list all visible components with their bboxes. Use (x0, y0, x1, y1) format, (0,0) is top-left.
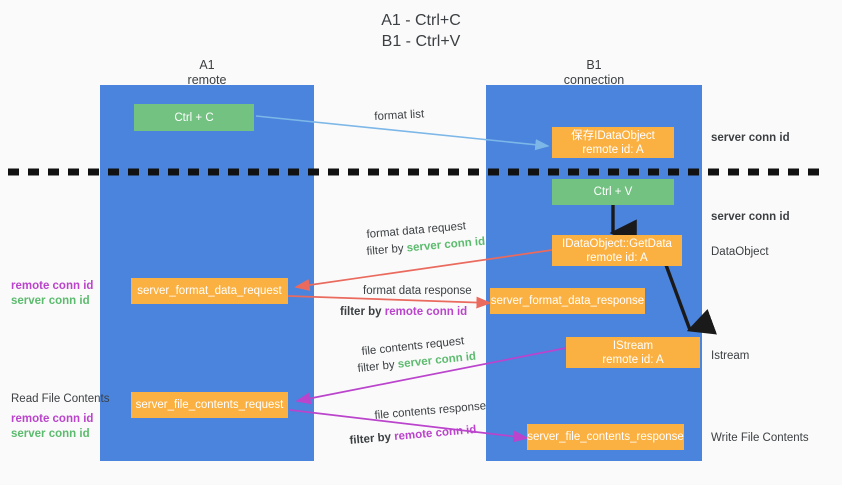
label-file-contents-response-filter: filter by remote conn id (349, 423, 477, 449)
filter-by-text-4: filter by (349, 431, 392, 447)
remote-conn-id-inline-1: remote conn id (384, 306, 468, 318)
box-save-idataobject[interactable]: 保存IDataObject remote id: A (552, 127, 674, 158)
filter-by-text-2: filter by (340, 306, 382, 318)
right-label-write-file-contents: Write File Contents (711, 432, 809, 444)
left-label-server-conn-id-1: server conn id (11, 295, 90, 307)
box-ctrl-v[interactable]: Ctrl + V (552, 179, 674, 205)
box-istream-line2: remote id: A (602, 353, 664, 366)
box-idataobject-getdata-line1: IDataObject::GetData (562, 237, 672, 250)
box-server-format-data-response[interactable]: server_format_data_response (490, 288, 645, 314)
filter-by-text-3: filter by (357, 359, 396, 375)
box-server-file-contents-response[interactable]: server_file_contents_response (527, 424, 684, 450)
box-save-idataobject-line2: remote id: A (582, 143, 644, 156)
box-server-format-data-request[interactable]: server_format_data_request (131, 278, 288, 304)
box-server-file-contents-response-line1: server_file_contents_response (527, 431, 684, 443)
label-format-list: format list (374, 107, 425, 125)
label-file-contents-response-text: file contents response (374, 400, 487, 422)
column-a1-name: A1 (199, 58, 215, 72)
box-server-file-contents-request[interactable]: server_file_contents_request (131, 392, 288, 418)
label-format-data-response: format data response (363, 284, 472, 299)
left-label-remote-conn-id-2: remote conn id (11, 413, 94, 425)
remote-conn-id-inline-2: remote conn id (393, 423, 477, 444)
box-idataobject-getdata[interactable]: IDataObject::GetData remote id: A (552, 235, 682, 266)
label-format-data-response-text: format data response (363, 285, 472, 297)
box-save-idataobject-line1: 保存IDataObject (571, 129, 655, 142)
box-ctrl-c-line1: Ctrl + C (174, 111, 214, 124)
right-label-istream: Istream (711, 350, 750, 362)
title-line-1: A1 - Ctrl+C (381, 12, 461, 29)
column-header-b1: B1 connection (517, 58, 671, 88)
label-format-data-response-filter: filter by remote conn id (340, 305, 467, 320)
column-b1-sub: connection (563, 73, 625, 87)
left-label-remote-conn-id-1: remote conn id (11, 280, 94, 292)
box-istream[interactable]: IStream remote id: A (566, 337, 700, 368)
right-label-server-conn-id-second: server conn id (711, 211, 790, 223)
box-ctrl-c[interactable]: Ctrl + C (134, 104, 254, 131)
label-format-list-text: format list (374, 108, 425, 123)
column-b1-name: B1 (586, 58, 602, 72)
box-ctrl-v-line1: Ctrl + V (593, 186, 633, 198)
box-istream-line1: IStream (612, 339, 654, 352)
left-label-read-file-contents: Read File Contents (11, 393, 110, 405)
right-label-server-conn-id-top: server conn id (711, 132, 790, 144)
filter-by-text-1: filter by (366, 242, 405, 258)
column-header-a1: A1 remote (130, 58, 284, 88)
box-idataobject-getdata-line2: remote id: A (586, 251, 648, 264)
right-label-dataobject: DataObject (711, 246, 769, 258)
box-server-format-data-response-line1: server_format_data_response (490, 295, 645, 307)
column-a1-sub: remote (187, 73, 227, 87)
left-label-server-conn-id-2: server conn id (11, 428, 90, 440)
box-server-format-data-request-line1: server_format_data_request (137, 285, 282, 297)
page-title: A1 - Ctrl+C B1 - Ctrl+V (0, 10, 842, 52)
box-server-file-contents-request-line1: server_file_contents_request (135, 399, 284, 411)
label-file-contents-response: file contents response (374, 399, 487, 424)
title-line-2: B1 - Ctrl+V (381, 33, 461, 50)
